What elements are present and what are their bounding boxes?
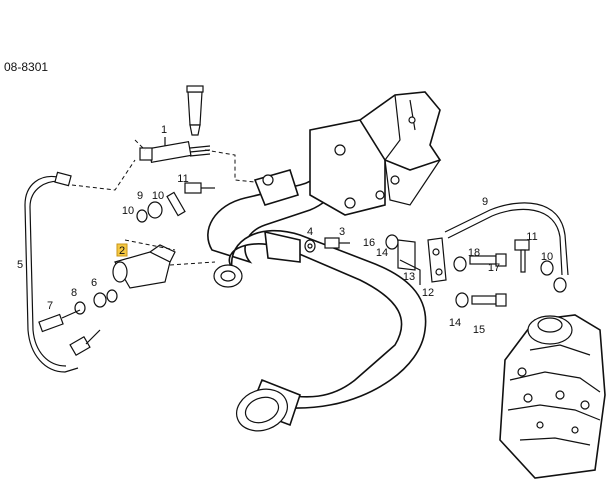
cable-part-5 [24, 159, 136, 373]
callout-17: 17 [488, 262, 500, 274]
callout-14-lower: 14 [449, 317, 461, 329]
callout-1: 1 [161, 124, 167, 136]
callout-7: 7 [47, 300, 53, 312]
callout-2: 2 [119, 245, 125, 257]
callout-9-left: 9 [137, 190, 143, 202]
callout-10-left: 10 [122, 205, 134, 217]
part-1-connector [134, 139, 256, 183]
callout-3: 3 [339, 226, 345, 238]
callout-11-right: 11 [526, 231, 537, 243]
callout-11-upper: 11 [177, 173, 188, 185]
callout-10-upper: 10 [152, 190, 164, 202]
injection-pump [499, 314, 606, 479]
diagram-part-code: 08-8301 [4, 60, 49, 74]
gearbox-housing [358, 91, 442, 206]
callout-14-center: 14 [376, 247, 388, 259]
fasteners-right [455, 239, 567, 308]
callout-15: 15 [473, 324, 485, 336]
callout-10-right: 10 [541, 251, 553, 263]
bracket-12 [427, 237, 507, 283]
pipe-part-9 [444, 202, 569, 276]
main-pipe [207, 119, 427, 432]
callout-16: 16 [363, 237, 375, 249]
callout-2-highlight [116, 243, 128, 257]
fasteners-upper [136, 182, 215, 223]
callout-18: 18 [468, 247, 480, 259]
callout-4: 4 [307, 226, 313, 238]
callout-6: 6 [91, 277, 97, 289]
fasteners-center [304, 234, 421, 285]
callout-9-right: 9 [482, 196, 488, 208]
fasteners-left [38, 289, 118, 333]
callout-13: 13 [403, 271, 415, 283]
sealant-tube [186, 85, 204, 136]
callout-labels: 1 2 3 4 5 6 7 8 9 9 10 10 10 11 11 12 13… [17, 124, 553, 336]
callout-12: 12 [422, 287, 434, 299]
callout-8: 8 [71, 287, 77, 299]
part-2-sender [112, 239, 216, 289]
callout-5: 5 [17, 259, 23, 271]
